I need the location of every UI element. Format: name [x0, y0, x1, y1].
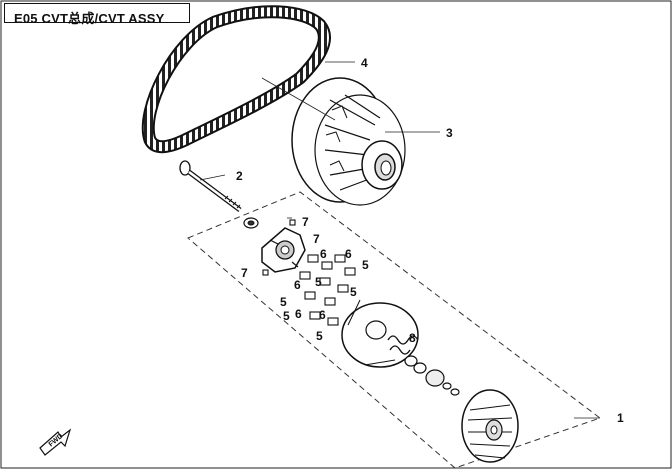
- clutch-weights: [262, 219, 356, 326]
- callout-6-d: 6: [295, 307, 302, 321]
- callout-5-e: 5: [283, 309, 290, 323]
- callout-labels: 1 2 3 4 5 5 5 5 5 5 6 6 6 6 6 7 7 7 8: [236, 56, 624, 425]
- callout-6-b: 6: [345, 247, 352, 261]
- callout-8: 8: [409, 331, 416, 345]
- callout-7-a: 7: [302, 215, 309, 229]
- nut: [243, 217, 259, 229]
- leader-lines: [199, 61, 600, 419]
- diagram-title: E05 CVT总成/CVT ASSY: [14, 11, 165, 26]
- callout-7-b: 7: [313, 232, 320, 246]
- assembly-outline: [187, 191, 602, 469]
- callout-5-b: 5: [350, 285, 357, 299]
- washers: [404, 355, 460, 396]
- callout-5-d: 5: [315, 275, 322, 289]
- callout-5-f: 5: [316, 329, 323, 343]
- callout-3: 3: [446, 126, 453, 140]
- spring: [387, 335, 419, 355]
- callout-6-c: 6: [294, 278, 301, 292]
- fixed-sheave: [461, 389, 519, 463]
- shaft-bolt: [179, 160, 242, 213]
- title-box: E05 CVT总成/CVT ASSY: [4, 3, 190, 26]
- callout-6-e: 6: [319, 308, 326, 322]
- driven-clutch: [291, 77, 406, 206]
- callout-7-c: 7: [241, 266, 248, 280]
- clutch-spider: [261, 227, 306, 273]
- callout-1: 1: [617, 411, 624, 425]
- callout-5-a: 5: [362, 258, 369, 272]
- callout-4: 4: [361, 56, 368, 70]
- callout-6-a: 6: [320, 247, 327, 261]
- moving-sheave: [341, 299, 419, 368]
- fwd-arrow-icon: FWD: [39, 428, 72, 456]
- callout-2: 2: [236, 169, 243, 183]
- drive-belt: [141, 5, 331, 154]
- callout-5-c: 5: [280, 295, 287, 309]
